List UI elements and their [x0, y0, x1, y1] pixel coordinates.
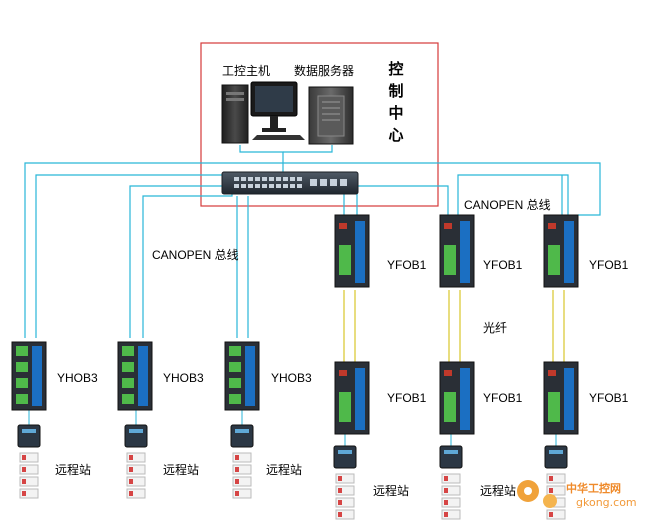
canopen-bus-label-right: CANOPEN 总线 [464, 198, 551, 212]
control-center-box [200, 42, 439, 207]
station-cables [28, 410, 557, 446]
yfob1-module [543, 361, 579, 435]
control-center-char: 制 [388, 82, 404, 100]
yfob1-module [439, 361, 475, 435]
cable-server-switch [283, 145, 333, 153]
server-label: 数据服务器 [294, 64, 355, 78]
remote-station [230, 424, 254, 499]
yhob-label: YHOB3 [57, 371, 98, 385]
cable-yhob1-b [35, 174, 228, 338]
cable-yfob2 [358, 185, 449, 215]
remote-station-label: 远程站 [266, 463, 303, 477]
remote-station [544, 445, 568, 520]
cable-yhob1-a [24, 162, 601, 338]
yfob-label: YFOB1 [387, 258, 427, 272]
remote-station [439, 445, 463, 520]
cable-yhob2-b [142, 192, 233, 338]
watermark-text: 中华工控网 [566, 482, 621, 495]
yfob-label: YFOB1 [589, 391, 629, 405]
control-center-char: 心 [388, 126, 404, 144]
control-center-title: 控 制 中 心 [387, 58, 405, 146]
cable-yfob2-b [457, 174, 569, 215]
watermark-url: gkong.com [576, 496, 637, 509]
remote-station [333, 445, 357, 520]
remote-station-label: 远程站 [55, 463, 92, 477]
yfob1-module [334, 361, 370, 435]
cable-right-outer [578, 180, 601, 216]
yhob3-module [11, 341, 47, 411]
yhob-label: YHOB3 [163, 371, 204, 385]
fiber-links [343, 290, 565, 362]
yfob1-module [543, 214, 579, 288]
ethernet-switch [221, 171, 359, 195]
remote-station [17, 424, 41, 499]
remote-station-label: 远程站 [480, 484, 517, 498]
remote-station-label: 远程站 [163, 463, 200, 477]
remote-station-label: 远程站 [373, 484, 410, 498]
remote-station [124, 424, 148, 499]
yfob-label: YFOB1 [589, 258, 629, 272]
control-center-char: 控 [388, 60, 404, 78]
yfob-label: YFOB1 [387, 391, 427, 405]
yhob3-module [224, 341, 260, 411]
cable-pc-switch [239, 145, 284, 172]
canopen-bus-label-left: CANOPEN 总线 [152, 248, 239, 262]
yfob1-module [439, 214, 475, 288]
cable-yhob2-a [129, 185, 228, 338]
yhob-label: YHOB3 [271, 371, 312, 385]
data-server [308, 86, 354, 145]
fiber-label: 光纤 [483, 321, 508, 335]
watermark-gear-icon [517, 480, 557, 508]
yhob3-module [117, 341, 153, 411]
yfob1-module [334, 214, 370, 288]
control-center-char: 中 [388, 104, 404, 122]
canopen-cables [24, 145, 601, 338]
yfob-label: YFOB1 [483, 391, 523, 405]
yfob-label: YFOB1 [483, 258, 523, 272]
workstation-computer [221, 81, 305, 144]
workstation-label: 工控主机 [222, 64, 271, 78]
